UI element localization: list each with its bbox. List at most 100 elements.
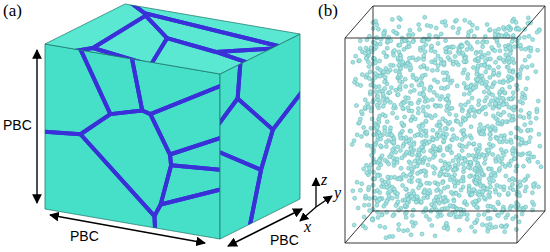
cube-wireframe — [545, 6, 546, 211]
atom-dot — [389, 176, 393, 180]
atom-dot — [412, 142, 416, 146]
atom-dot — [522, 164, 526, 168]
atom-dot — [512, 105, 516, 109]
atom-dot — [374, 45, 378, 49]
atom-dot — [430, 116, 434, 120]
atom-dot — [441, 71, 445, 75]
atom-dot — [407, 56, 411, 60]
atom-dot — [493, 33, 497, 37]
atom-dot — [496, 98, 500, 102]
atom-dot — [472, 142, 476, 146]
atom-dot — [530, 191, 534, 195]
atom-dot — [384, 55, 388, 59]
atom-dot — [510, 182, 514, 186]
atom-dot — [443, 163, 447, 167]
atom-dot — [392, 140, 396, 144]
cube-wireframe — [345, 6, 373, 38]
atom-dot — [382, 31, 386, 35]
atom-dot — [508, 46, 512, 50]
atom-dot — [529, 46, 533, 50]
atom-dot — [391, 148, 395, 152]
atom-dot — [518, 43, 522, 47]
atom-dot — [376, 173, 380, 177]
atom-dot — [527, 111, 531, 115]
atom-dot — [376, 215, 380, 219]
atom-dot — [468, 21, 472, 25]
atom-dot — [431, 128, 435, 132]
atom-dot — [449, 213, 453, 217]
atom-dot — [396, 93, 400, 97]
atom-dot — [390, 196, 394, 200]
atom-dot — [404, 188, 408, 192]
atom-dot — [494, 60, 498, 64]
atom-dot — [480, 172, 484, 176]
atom-cloud-cube — [345, 6, 545, 243]
atom-dot — [534, 116, 538, 120]
atom-dot — [433, 167, 437, 171]
atom-dot — [384, 145, 388, 149]
atom-dot — [357, 59, 361, 63]
atom-dot — [537, 185, 541, 189]
atom-dot — [394, 31, 398, 35]
atom-dot — [480, 82, 484, 86]
atom-dot — [401, 60, 405, 64]
atom-dot — [467, 187, 471, 191]
atom-dot — [420, 83, 424, 87]
atom-dot — [446, 206, 450, 210]
atom-dot — [488, 222, 492, 226]
atom-dot — [397, 16, 401, 20]
atom-dot — [491, 144, 495, 148]
atom-dot — [474, 51, 478, 55]
atom-dot — [522, 35, 526, 39]
atom-dot — [480, 55, 484, 59]
atom-dot — [378, 59, 382, 63]
atom-dot — [513, 157, 517, 161]
atom-dot — [455, 84, 459, 88]
atom-dot — [404, 215, 408, 219]
atom-dot — [387, 35, 391, 39]
atom-dot — [419, 65, 423, 69]
atom-dot — [362, 203, 366, 207]
atom-dot — [411, 32, 415, 36]
atom-dot — [417, 23, 421, 27]
atom-dot — [420, 74, 424, 78]
atom-dot — [385, 185, 389, 189]
atom-dot — [498, 166, 502, 170]
atom-dot — [416, 179, 420, 183]
atom-dot — [364, 163, 368, 167]
atom-dot — [378, 144, 382, 148]
atom-dot — [470, 193, 474, 197]
atom-dot — [406, 197, 410, 201]
atom-dot — [435, 94, 439, 98]
face-edge — [45, 44, 220, 239]
atom-dot — [357, 59, 361, 63]
atom-dot — [527, 112, 531, 116]
atom-dot — [520, 212, 524, 216]
atom-dot — [426, 163, 430, 167]
atom-dot — [404, 140, 408, 144]
atom-dot — [412, 88, 416, 92]
atom-dot — [426, 105, 430, 109]
atom-dot — [398, 84, 402, 88]
atom-dot — [386, 180, 390, 184]
atom-dot — [484, 70, 488, 74]
atom-dot — [477, 103, 481, 107]
atom-dot — [456, 31, 460, 35]
atom-dot — [391, 214, 395, 218]
atom-dot — [409, 147, 413, 151]
atom-dot — [460, 149, 464, 153]
grain-boundary — [33, 48, 151, 78]
atom-dot — [410, 213, 414, 217]
atom-dot — [372, 56, 376, 60]
atom-dot — [377, 159, 381, 163]
pbc-arrow — [50, 215, 205, 243]
atom-dot — [510, 19, 514, 23]
atom-dot — [414, 58, 418, 62]
atom-dot — [402, 172, 406, 176]
atom-dot — [481, 190, 485, 194]
atom-dot — [528, 151, 532, 155]
atom-dot — [509, 141, 513, 145]
atom-dot — [422, 169, 426, 173]
atom-dot — [427, 33, 431, 37]
atom-dot — [498, 185, 502, 189]
